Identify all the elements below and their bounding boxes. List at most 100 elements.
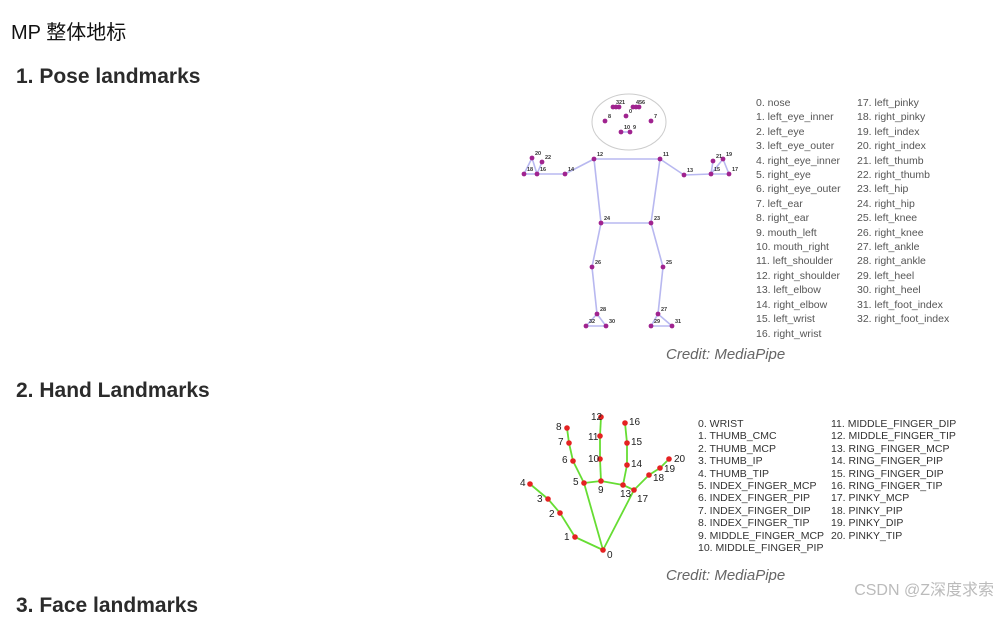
hand-landmark-label: 9. MIDDLE_FINGER_MCP xyxy=(698,529,825,542)
hand-point-number: 1 xyxy=(564,532,570,543)
hand-point-number: 9 xyxy=(598,485,604,496)
hand-connection xyxy=(600,480,624,486)
hand-point-number: 15 xyxy=(631,437,643,448)
hand-connection xyxy=(547,498,561,514)
hand-point xyxy=(597,433,603,439)
pose-landmark-label: 18. right_pinky xyxy=(857,111,926,124)
hand-connection xyxy=(529,483,549,500)
pose-point xyxy=(589,264,595,270)
hand-connection xyxy=(568,442,574,462)
pose-point-number: 28 xyxy=(600,307,606,313)
pose-landmark-label: 5. right_eye xyxy=(756,169,811,182)
hand-landmark-label: 6. INDEX_FINGER_PIP xyxy=(698,492,811,505)
hand-point-number: 10 xyxy=(588,454,600,465)
pose-point xyxy=(534,171,540,177)
hand-point xyxy=(557,510,563,516)
pose-point xyxy=(648,323,654,329)
hand-connection xyxy=(624,422,628,444)
pose-point-number: 12 xyxy=(597,152,603,158)
pose-point-number: 17 xyxy=(732,167,738,173)
pose-point-number: 21 xyxy=(716,154,722,160)
pose-point-number: 1 xyxy=(622,100,625,106)
pose-landmark-label: 28. right_ankle xyxy=(857,255,926,268)
pose-landmark-label: 15. left_wrist xyxy=(756,313,815,326)
hand-point-number: 18 xyxy=(653,473,665,484)
pose-point-number: 19 xyxy=(726,152,732,158)
hand-landmark-label: 3. THUMB_IP xyxy=(698,455,763,468)
page-title: MP 整体地标 xyxy=(11,22,127,44)
pose-connection xyxy=(657,266,664,315)
pose-landmark-label: 17. left_pinky xyxy=(857,97,919,109)
hand-point xyxy=(598,478,604,484)
pose-landmark-label: 27. left_ankle xyxy=(857,241,920,254)
pose-connection xyxy=(650,222,664,268)
hand-connection xyxy=(583,482,604,551)
hand-point xyxy=(570,458,576,464)
watermark: CSDN @Z深度求索 xyxy=(854,582,994,599)
pose-landmark-label: 8. right_ear xyxy=(756,212,810,225)
pose-point xyxy=(610,104,616,110)
hand-point xyxy=(581,480,587,486)
pose-landmark-label: 14. right_elbow xyxy=(756,298,828,311)
pose-landmark-label: 21. left_thumb xyxy=(857,154,924,167)
hand-point-number: 13 xyxy=(620,489,632,500)
pose-point xyxy=(562,171,568,177)
pose-landmark-label: 22. right_thumb xyxy=(857,169,930,182)
pose-landmark-label: 20. right_index xyxy=(857,140,926,153)
pose-point xyxy=(657,156,663,162)
hand-landmark-label: 8. INDEX_FINGER_TIP xyxy=(698,517,810,530)
hand-connection xyxy=(602,489,635,551)
pose-connection xyxy=(593,158,602,224)
pose-point-number: 31 xyxy=(675,319,681,325)
hand-point xyxy=(564,425,570,431)
hand-point-number: 2 xyxy=(549,509,555,520)
pose-point xyxy=(648,220,654,226)
hand-landmark-label: 16. RING_FINGER_TIP xyxy=(831,480,943,493)
pose-point xyxy=(529,155,535,161)
pose-connection xyxy=(650,158,661,224)
hand-point-number: 20 xyxy=(674,454,686,465)
hand-point-number: 11 xyxy=(588,432,599,443)
hand-landmark-label: 13. RING_FINGER_MCP xyxy=(831,442,950,455)
pose-point xyxy=(618,129,624,135)
pose-point-number: 29 xyxy=(654,319,660,325)
pose-point-number: 10 xyxy=(624,125,630,131)
pose-point xyxy=(660,264,666,270)
pose-point xyxy=(655,311,661,317)
pose-point xyxy=(598,220,604,226)
pose-landmark-label: 10. mouth_right xyxy=(756,241,829,254)
pose-point-number: 7 xyxy=(654,114,657,120)
hand-point-number: 16 xyxy=(629,417,641,428)
hand-point-number: 12 xyxy=(591,412,603,423)
pose-connection xyxy=(596,313,607,327)
hand-point xyxy=(622,420,628,426)
hand-landmark-label: 15. RING_FINGER_DIP xyxy=(831,467,944,480)
hand-point-number: 4 xyxy=(520,478,526,489)
pose-point-number: 2 xyxy=(619,100,622,106)
hand-landmark-label: 12. MIDDLE_FINGER_TIP xyxy=(831,430,956,443)
pose-landmark-label: 2. left_eye xyxy=(756,125,805,138)
hand-connection xyxy=(559,512,576,538)
pose-connection xyxy=(531,157,538,175)
pose-point-number: 5 xyxy=(639,100,642,106)
pose-point-number: 14 xyxy=(568,167,575,173)
hand-connection xyxy=(622,464,628,486)
hand-connection xyxy=(574,536,604,551)
hand-point xyxy=(545,496,551,502)
section-heading-pose: 1. Pose landmarks xyxy=(16,65,201,88)
pose-landmark-label: 6. right_eye_outer xyxy=(756,183,841,196)
hand-landmark-label: 18. PINKY_PIP xyxy=(831,504,903,517)
hand-point-number: 17 xyxy=(637,494,649,505)
hand-landmark-label: 14. RING_FINGER_PIP xyxy=(831,455,944,468)
hand-point-number: 14 xyxy=(631,459,643,470)
pose-point xyxy=(583,323,589,329)
pose-point xyxy=(521,171,527,177)
pose-connection xyxy=(523,157,533,175)
pose-landmark-label: 31. left_foot_index xyxy=(857,298,943,311)
pose-point-number: 25 xyxy=(666,260,672,266)
hand-point xyxy=(624,462,630,468)
pose-point xyxy=(648,118,654,124)
pose-point-number: 13 xyxy=(687,168,693,174)
pose-credit: Credit: MediaPipe xyxy=(666,346,786,363)
pose-point xyxy=(627,129,633,135)
